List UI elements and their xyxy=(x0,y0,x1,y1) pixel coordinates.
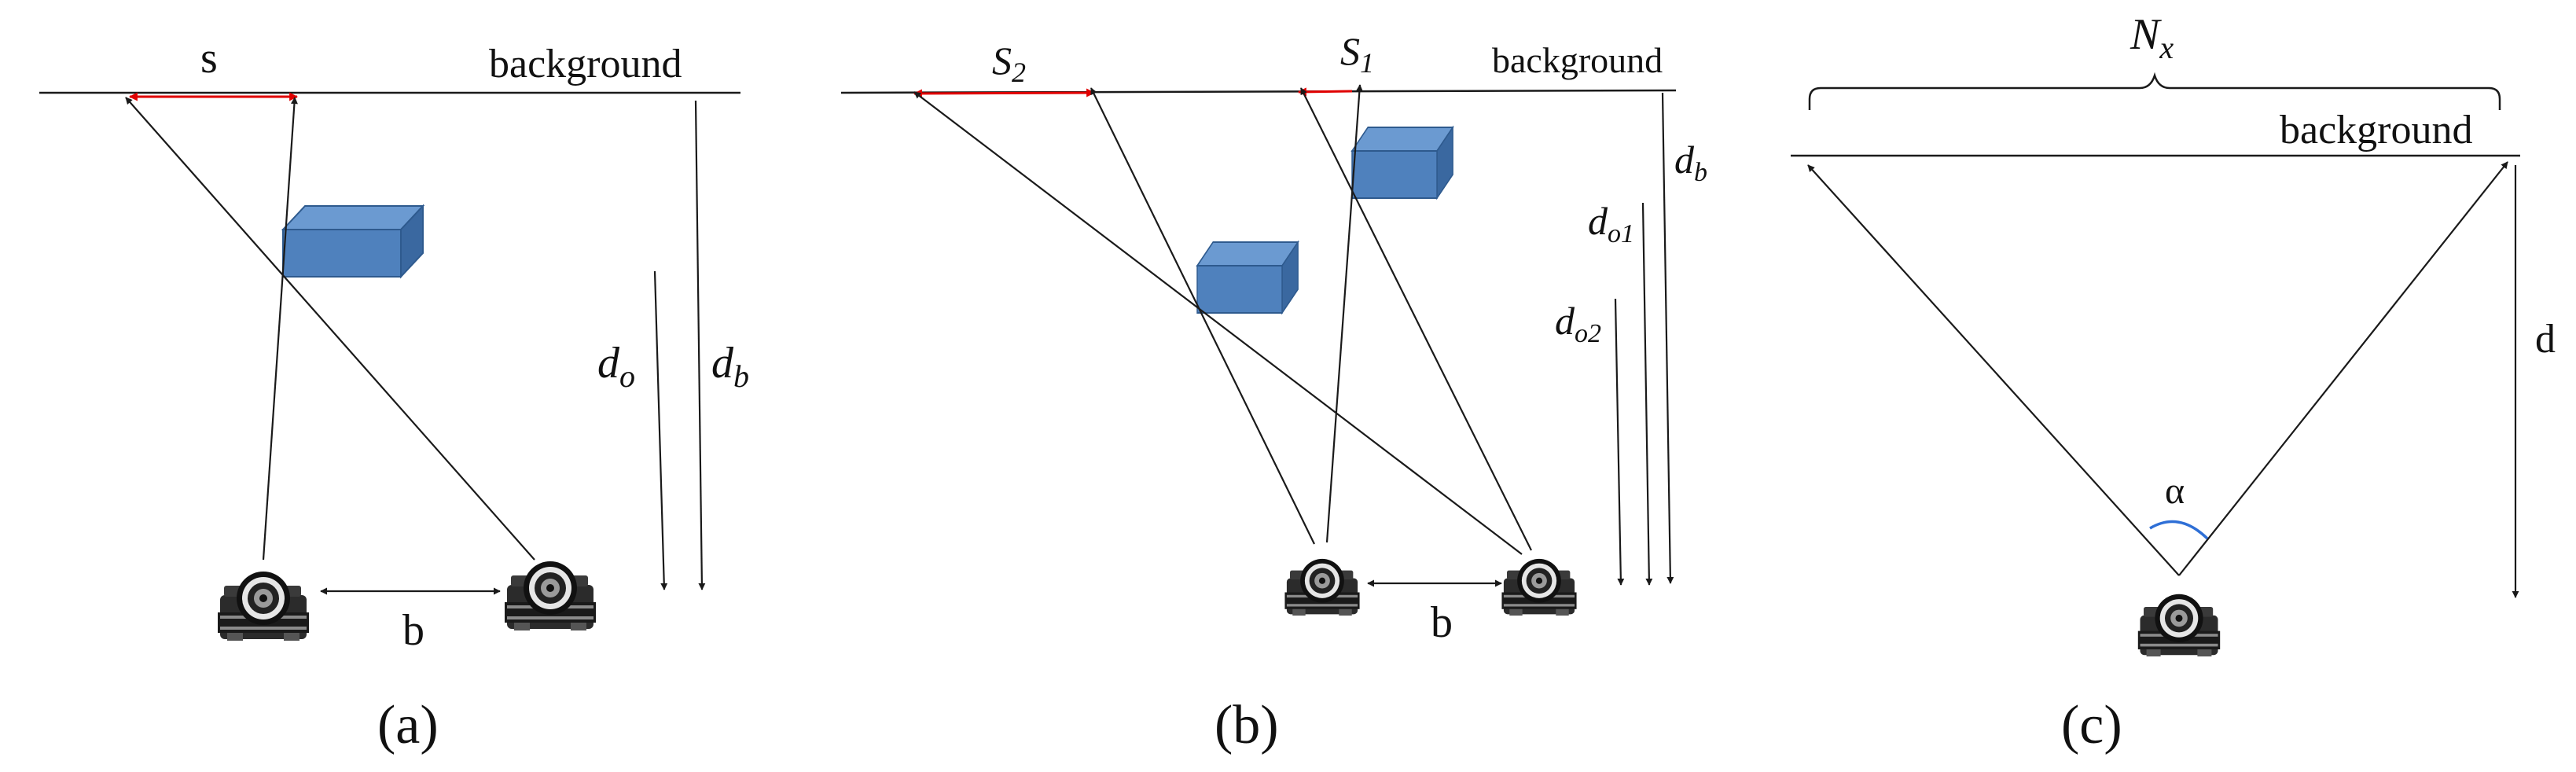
shift1-arrow xyxy=(1297,87,1353,97)
caption-a: (a) xyxy=(377,695,439,755)
ray-left-camera xyxy=(262,97,298,561)
angle-arc xyxy=(2149,520,2209,540)
foreground-object xyxy=(282,205,424,278)
panel-c: Nx background α d (c) xyxy=(1791,10,2556,755)
panel-a: background s b do db (a) xyxy=(39,34,749,755)
angle-label: α xyxy=(2165,470,2185,512)
width-brace xyxy=(1808,72,2501,110)
background-distance-arrow xyxy=(1661,92,1674,584)
ray-left-to-s1 xyxy=(1325,84,1363,543)
object2-distance-arrow xyxy=(1614,298,1625,586)
baseline-label: b xyxy=(402,606,424,655)
object2-distance-label: do2 xyxy=(1555,299,1601,348)
camera-icon xyxy=(505,561,596,630)
camera-icon xyxy=(218,572,309,641)
background-distance-label: db xyxy=(1674,138,1707,187)
width-label: Nx xyxy=(2130,10,2174,65)
ray-left-to-s2 xyxy=(1090,87,1315,545)
caption-b: (b) xyxy=(1215,695,1279,755)
camera-icon xyxy=(1501,558,1577,616)
background-label: background xyxy=(2280,108,2472,153)
baseline-label: b xyxy=(1431,598,1453,647)
camera-icon xyxy=(1284,558,1360,616)
object1-distance-arrow xyxy=(1641,202,1653,586)
fov-left-ray xyxy=(1807,164,2180,576)
shift2-arrow xyxy=(913,88,1096,98)
object-distance-label: do xyxy=(597,339,635,394)
near-object xyxy=(1196,241,1299,314)
object-distance-arrow xyxy=(653,270,668,590)
shift-label: s xyxy=(200,34,218,83)
ray-right-to-s2 xyxy=(913,91,1523,555)
shift2-label: S2 xyxy=(992,39,1026,88)
far-object xyxy=(1351,127,1454,199)
object1-distance-label: do1 xyxy=(1588,199,1634,248)
distance-label: d xyxy=(2535,317,2556,362)
ray-right-to-s1 xyxy=(1300,87,1532,551)
background-distance-label: db xyxy=(711,339,749,394)
panel-b: background S2 S1 b db do1 do2 (b) xyxy=(840,29,1707,755)
background-label: background xyxy=(489,42,682,86)
shift1-label: S1 xyxy=(1340,29,1374,79)
fov-right-ray xyxy=(2178,161,2508,576)
background-distance-arrow xyxy=(694,100,706,590)
camera-icon xyxy=(2137,594,2221,656)
background-label: background xyxy=(1492,40,1663,80)
ray-right-camera xyxy=(125,97,535,561)
caption-c: (c) xyxy=(2061,695,2122,755)
